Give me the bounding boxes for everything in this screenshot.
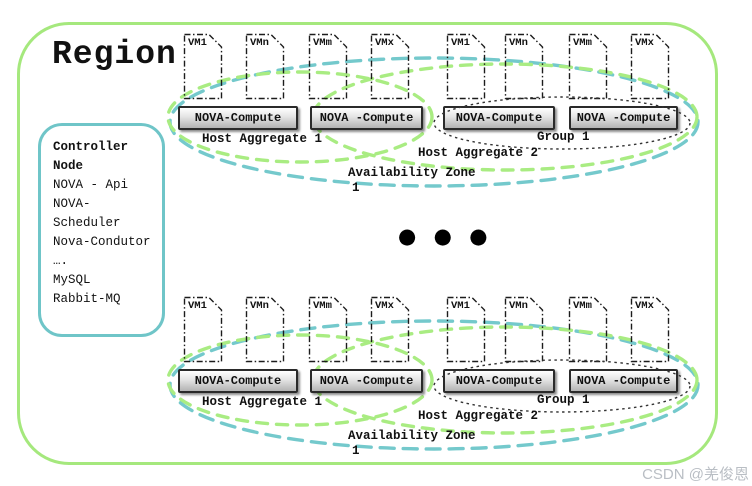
controller-heading-line: Node [53, 159, 84, 173]
group-1-label: Group 1 [537, 393, 590, 407]
vm-box: VMn [504, 33, 544, 100]
vm-label: VMm [313, 300, 332, 312]
vm-box: VMn [245, 33, 285, 100]
vm-label: VMn [509, 300, 528, 312]
vm-box: VMm [568, 33, 608, 100]
vm-outline [245, 296, 285, 363]
vm-outline [446, 296, 486, 363]
ellipsis-dots: ● ● ● [398, 224, 493, 248]
vm-label: VMx [375, 300, 394, 312]
region-frame [17, 22, 718, 465]
vm-label: VM1 [188, 300, 207, 312]
vm-label: VMn [250, 37, 269, 49]
vm-box: VM1 [446, 33, 486, 100]
nova-compute-button: NOVA -Compute [310, 106, 423, 130]
vm-label: VMn [509, 37, 528, 49]
vm-outline [370, 33, 410, 100]
vm-box: VMx [630, 296, 670, 363]
vm-outline [630, 296, 670, 363]
vm-box: VM1 [183, 296, 223, 363]
compute-cluster-top: VM1 VMn VMm VMx VM1 VMn VMm VMx NOVA-Compute NOV… [166, 30, 720, 215]
vm-box: VMm [308, 33, 348, 100]
host-aggregate-1-label: Host Aggregate 1 [202, 395, 323, 409]
vm-label: VMn [250, 300, 269, 312]
vm-label: VM1 [188, 37, 207, 49]
vm-label: VMx [635, 300, 654, 312]
availability-zone-label-line1: Availability Zone [348, 429, 476, 443]
vm-box: VM1 [446, 296, 486, 363]
vm-outline [370, 296, 410, 363]
vm-box: VMm [568, 296, 608, 363]
vm-box: VMx [370, 296, 410, 363]
vm-label: VMm [573, 300, 592, 312]
availability-zone-label: Availability Zone 1 [348, 166, 476, 195]
controller-heading-line: Controller [53, 140, 129, 154]
nova-compute-button: NOVA-Compute [178, 369, 298, 393]
nova-compute-button: NOVA-Compute [443, 369, 555, 393]
nova-compute-button: NOVA-Compute [443, 106, 555, 130]
vm-outline [504, 296, 544, 363]
vm-label: VM1 [451, 37, 470, 49]
compute-cluster-bottom: VM1 VMn VMm VMx VM1 VMn VMm VMx NOVA-Compute NOV… [166, 293, 720, 478]
nova-compute-button: NOVA -Compute [310, 369, 423, 393]
availability-zone-label: Availability Zone 1 [348, 429, 476, 458]
availability-zone-label-line2: 1 [352, 180, 360, 195]
vm-outline [308, 296, 348, 363]
controller-service-line: Rabbit-MQ [53, 292, 121, 306]
nova-compute-button: NOVA -Compute [569, 369, 678, 393]
vm-label: VM1 [451, 300, 470, 312]
host-aggregate-2-label: Host Aggregate 2 [418, 409, 539, 423]
vm-outline [183, 296, 223, 363]
group-1-label: Group 1 [537, 130, 590, 144]
region-title: Region [52, 36, 177, 73]
controller-service-line: NOVA- [53, 197, 91, 211]
controller-service-line: MySQL [53, 273, 91, 287]
vm-outline [183, 33, 223, 100]
vm-box: VM1 [183, 33, 223, 100]
vm-box: VMx [370, 33, 410, 100]
vm-box: VMn [245, 296, 285, 363]
vm-label: VMx [375, 37, 394, 49]
nova-compute-button: NOVA-Compute [178, 106, 298, 130]
watermark: CSDN @羌俊恩 [642, 466, 749, 483]
vm-outline [504, 33, 544, 100]
vm-outline [245, 33, 285, 100]
vm-label: VMm [573, 37, 592, 49]
vm-outline [308, 33, 348, 100]
vm-outline [568, 296, 608, 363]
controller-service-line: NOVA - Api [53, 178, 129, 192]
host-aggregate-2-label: Host Aggregate 2 [418, 146, 539, 160]
vm-box: VMm [308, 296, 348, 363]
vm-label: VMm [313, 37, 332, 49]
nova-compute-button: NOVA -Compute [569, 106, 678, 130]
vm-box: VMn [504, 296, 544, 363]
controller-service-line: Scheduler [53, 216, 121, 230]
availability-zone-label-line2: 1 [352, 443, 360, 458]
vm-outline [630, 33, 670, 100]
vm-box: VMx [630, 33, 670, 100]
controller-service-line: Nova-Condutor [53, 235, 151, 249]
host-aggregate-1-label: Host Aggregate 1 [202, 132, 323, 146]
controller-service-line: …. [53, 254, 69, 268]
vm-outline [568, 33, 608, 100]
vm-label: VMx [635, 37, 654, 49]
vm-outline [446, 33, 486, 100]
availability-zone-label-line1: Availability Zone [348, 166, 476, 180]
